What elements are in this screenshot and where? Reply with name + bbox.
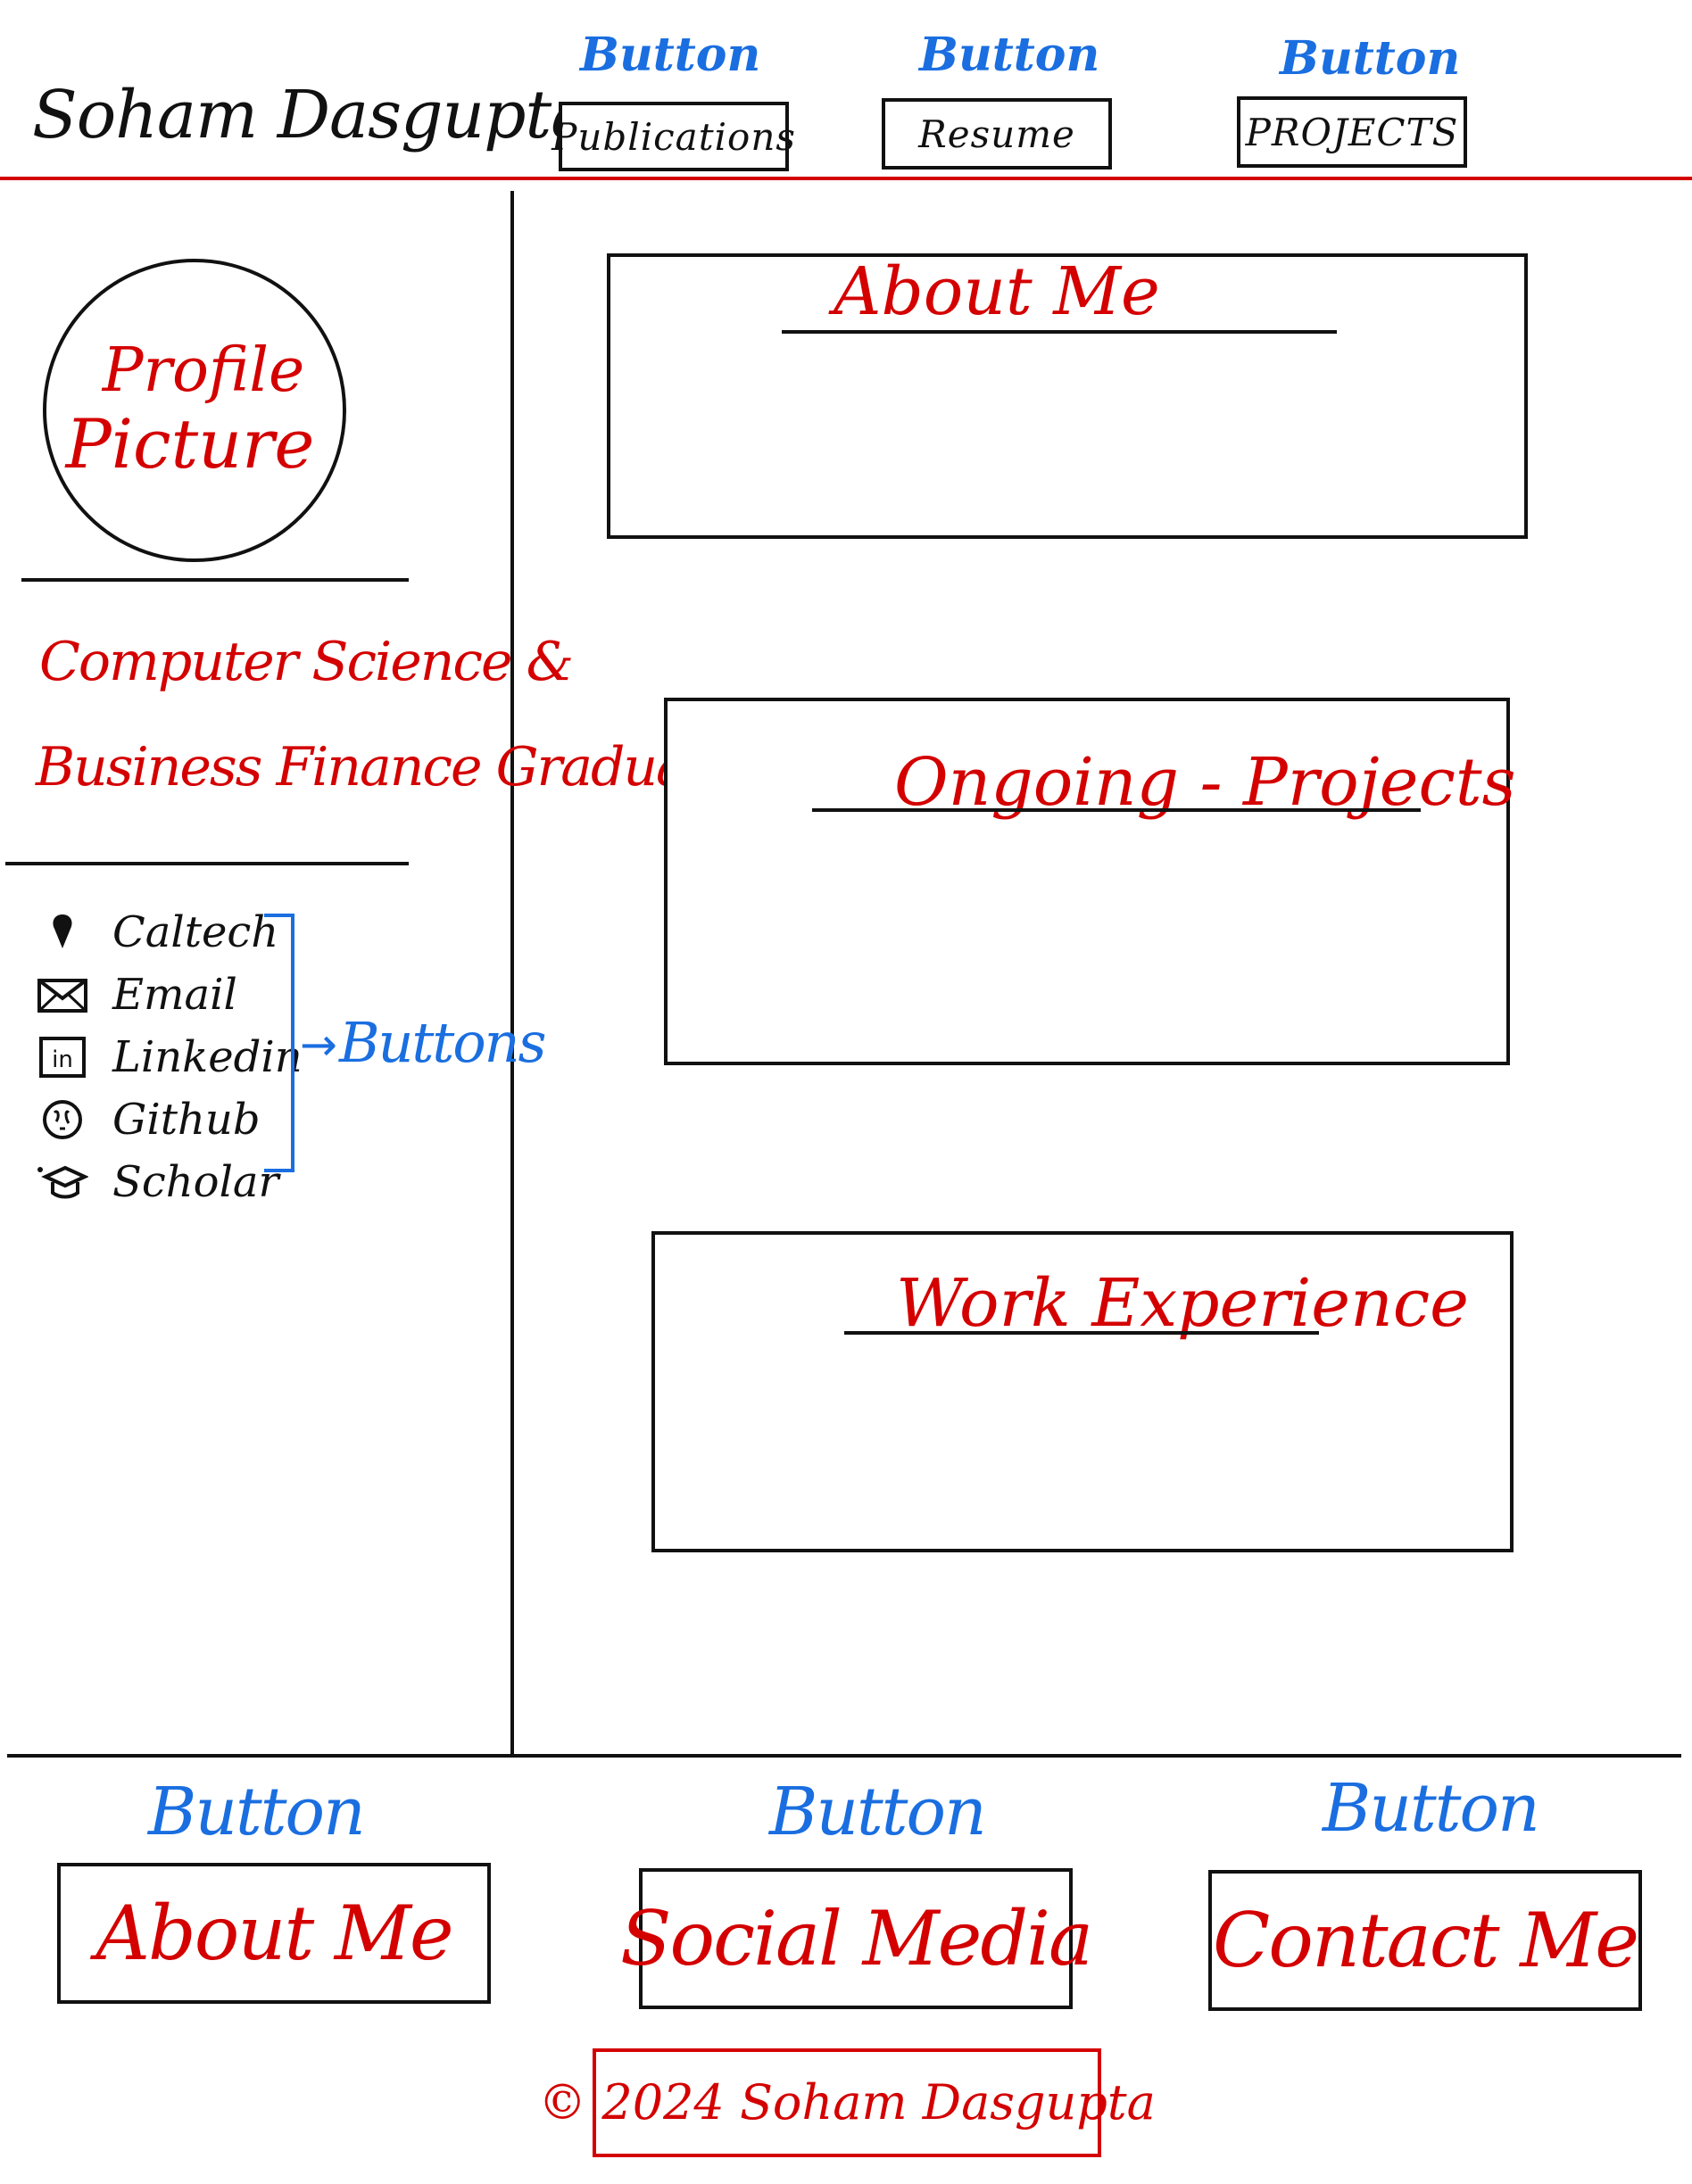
sidebar-divider bbox=[510, 191, 514, 1756]
nav-projects-label: PROJECTS bbox=[1245, 110, 1459, 154]
header-divider bbox=[0, 177, 1692, 180]
ongoing-projects-title-underline bbox=[812, 808, 1421, 812]
work-experience-section bbox=[651, 1231, 1514, 1552]
nav-publications-button[interactable]: Publications bbox=[552, 102, 795, 171]
site-name: Soham Dasgupta bbox=[32, 77, 590, 153]
links-annotation-label: Buttons bbox=[339, 1010, 546, 1075]
profile-picture-label-line1: Profile bbox=[102, 335, 305, 406]
nav-projects-button[interactable]: PROJECTS bbox=[1237, 96, 1467, 168]
links-annotation-arrow: → bbox=[300, 1019, 337, 1071]
footer-contact-me-button[interactable]: Contact Me bbox=[1208, 1870, 1642, 2011]
link-caltech-label: Caltech bbox=[112, 907, 279, 957]
nav-button-annotation: Button bbox=[580, 28, 761, 82]
links-annotation-bracket bbox=[264, 914, 294, 1172]
nav-resume-label: Resume bbox=[918, 112, 1075, 156]
svg-text:in: in bbox=[52, 1046, 73, 1073]
sidebar-rule bbox=[5, 862, 409, 865]
tagline-line1: Computer Science & bbox=[39, 631, 574, 693]
work-experience-title-underline bbox=[844, 1331, 1319, 1335]
footer-divider bbox=[7, 1754, 1681, 1758]
footer-button-annotation: Button bbox=[148, 1774, 366, 1850]
profile-picture: Profile Picture bbox=[43, 259, 346, 562]
link-linkedin-label: Linkedin bbox=[112, 1032, 303, 1082]
about-me-section-title: About Me bbox=[834, 253, 1160, 330]
link-email-label: Email bbox=[112, 970, 237, 1020]
link-github-label: Github bbox=[112, 1095, 261, 1145]
footer-button-annotation: Button bbox=[769, 1774, 987, 1850]
nav-resume-button[interactable]: Resume bbox=[882, 98, 1112, 170]
envelope-icon bbox=[36, 972, 89, 1017]
footer-about-me-button[interactable]: About Me bbox=[57, 1863, 491, 2004]
ongoing-projects-section-title: Ongoing - Projects bbox=[894, 744, 1516, 821]
work-experience-section-title: Work Experience bbox=[896, 1265, 1469, 1342]
tagline-line2: Business Finance Graduate bbox=[36, 736, 737, 798]
copyright-text: © 2024 Soham Dasgupta bbox=[538, 2074, 1156, 2130]
footer-contact-me-label: Contact Me bbox=[1212, 1897, 1639, 1984]
sidebar-rule bbox=[21, 578, 409, 582]
about-me-section bbox=[607, 253, 1528, 539]
location-pin-icon bbox=[36, 910, 89, 955]
github-icon bbox=[36, 1097, 89, 1142]
link-email[interactable]: Email bbox=[36, 964, 303, 1026]
footer-social-media-button[interactable]: Social Media bbox=[620, 1868, 1093, 2009]
nav-publications-label: Publications bbox=[552, 114, 796, 159]
link-scholar-label: Scholar bbox=[112, 1157, 279, 1207]
linkedin-icon: in bbox=[36, 1035, 89, 1080]
footer-about-me-label: About Me bbox=[95, 1890, 453, 1977]
copyright-box: © 2024 Soham Dasgupta bbox=[538, 2048, 1156, 2157]
profile-picture-label-line2: Picture bbox=[65, 403, 315, 484]
footer-social-media-label: Social Media bbox=[619, 1895, 1093, 1982]
nav-button-annotation: Button bbox=[1280, 31, 1461, 86]
ongoing-projects-section bbox=[664, 698, 1510, 1065]
link-caltech[interactable]: Caltech bbox=[36, 901, 303, 964]
link-github[interactable]: Github bbox=[36, 1088, 303, 1151]
nav-button-annotation: Button bbox=[919, 28, 1100, 82]
link-linkedin[interactable]: in Linkedin bbox=[36, 1026, 303, 1088]
graduation-cap-icon bbox=[36, 1160, 89, 1204]
footer-button-annotation: Button bbox=[1323, 1770, 1540, 1847]
social-links: Caltech Email in Linkedin Github bbox=[36, 901, 303, 1213]
link-scholar[interactable]: Scholar bbox=[36, 1151, 303, 1213]
about-me-title-underline bbox=[782, 330, 1337, 334]
